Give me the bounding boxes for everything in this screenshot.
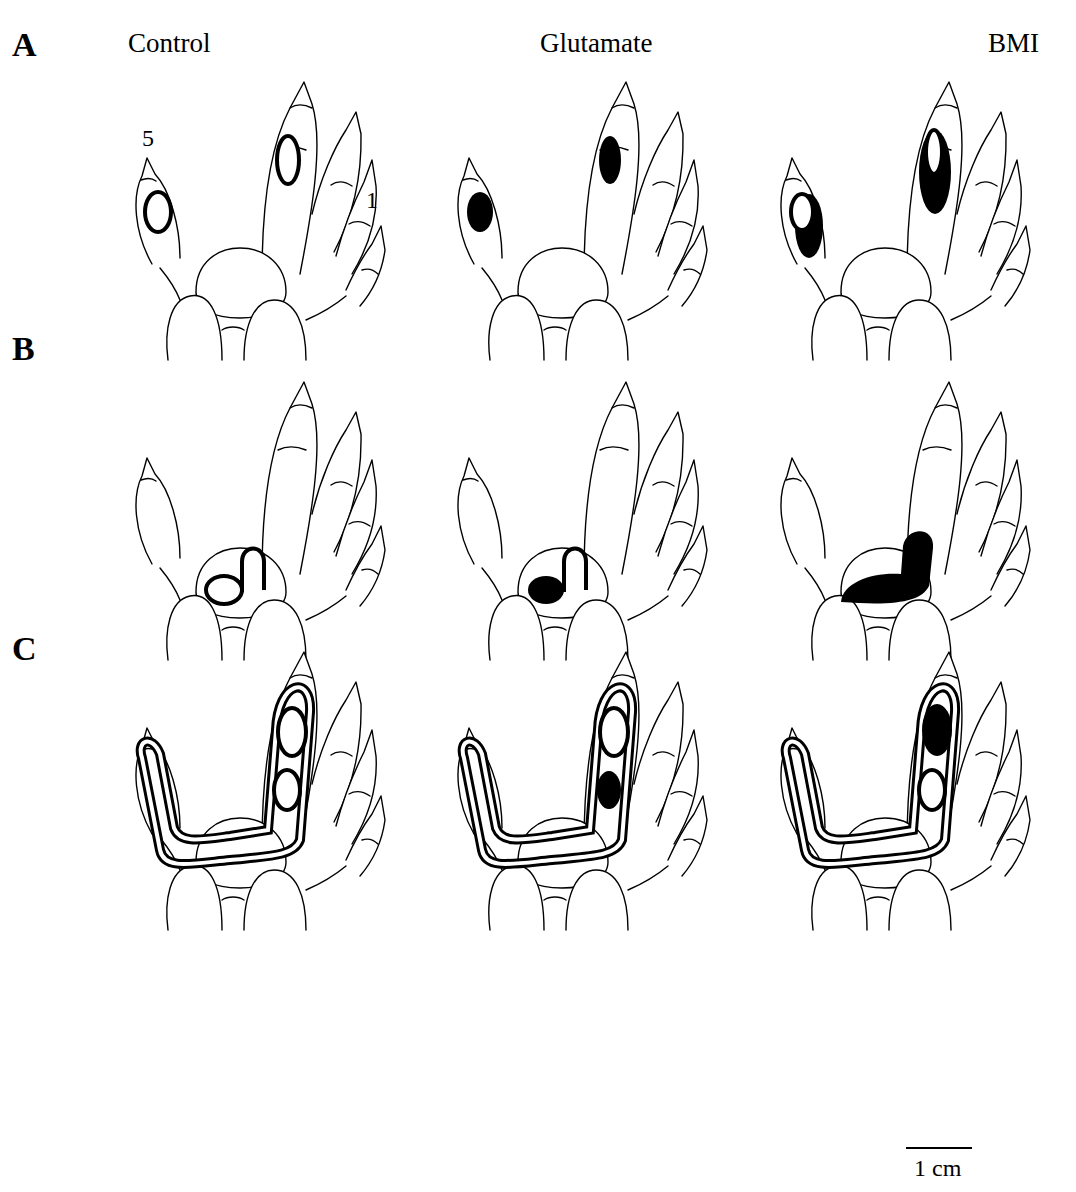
digit-number: 5	[142, 126, 154, 150]
panel-letter: C	[12, 632, 37, 666]
column-heading: Control	[128, 30, 211, 57]
scale-bar	[906, 1147, 972, 1149]
column-heading: Glutamate	[540, 30, 652, 57]
digit-number: 1	[366, 188, 378, 212]
panel-letter: A	[12, 28, 37, 62]
panel-letter: B	[12, 332, 35, 366]
scale-label: 1 cm	[914, 1156, 961, 1180]
column-heading: BMI	[988, 30, 1039, 57]
